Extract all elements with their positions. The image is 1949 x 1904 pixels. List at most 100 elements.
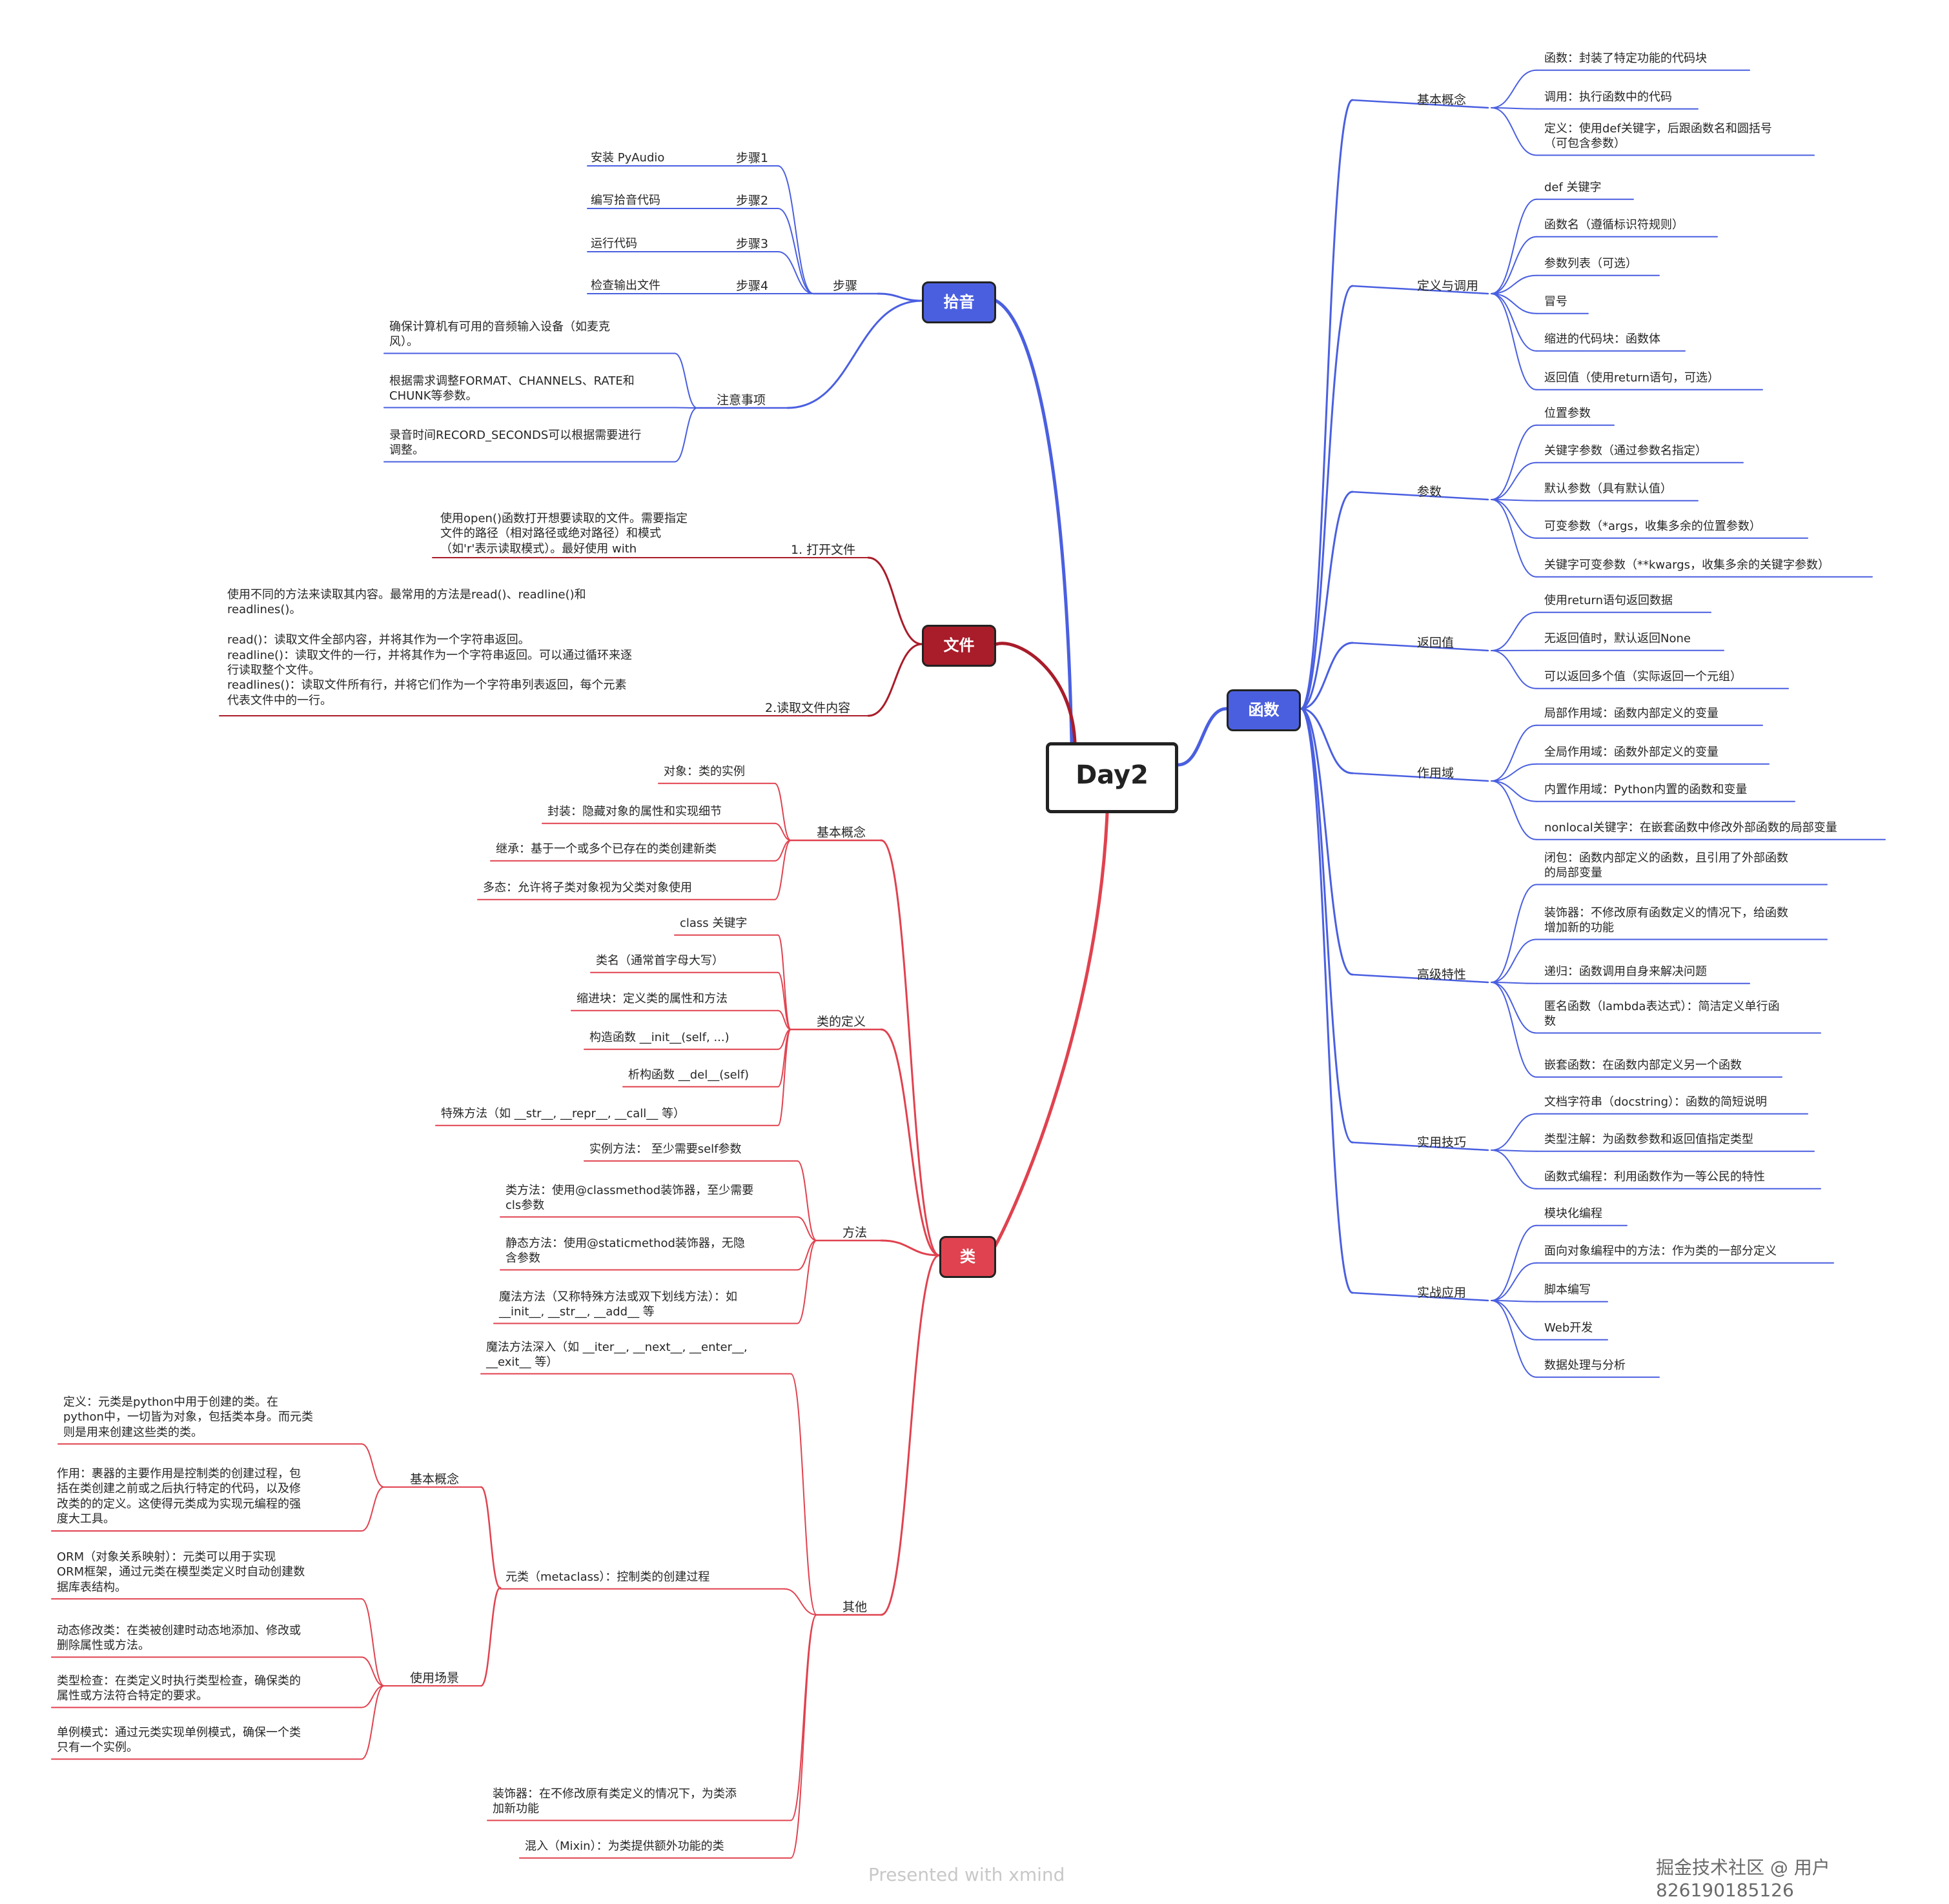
leaf-topic[interactable]: 类名（通常首字母大写） [596,954,724,968]
leaf-topic[interactable]: class 关键字 [680,917,748,931]
sub-topic-4[interactable]: 作用域 [1417,766,1454,780]
sub-topic-7[interactable]: 实战应用 [1417,1286,1467,1300]
step-label[interactable]: 步骤2 [736,194,769,208]
leaf-topic[interactable]: 安装 PyAudio [591,151,665,165]
leaf-topic[interactable]: 参数列表（可选） [1544,257,1637,271]
leaf-topic[interactable]: 位置参数 [1544,407,1591,421]
sub-topic-steps[interactable]: 步骤 [833,279,858,293]
leaf-topic[interactable]: 递归：函数调用自身来解决问题 [1544,965,1707,979]
leaf-topic[interactable]: 静态方法：使用@staticmethod装饰器，无隐 含参数 [505,1236,745,1265]
branch-file[interactable]: 文件 [922,625,996,667]
leaf-topic[interactable]: 类型注解：为函数参数和返回值指定类型 [1544,1133,1753,1147]
leaf-topic[interactable]: 可以返回多个值（实际返回一个元组） [1544,670,1742,684]
leaf-topic[interactable]: nonlocal关键字：在嵌套函数中修改外部函数的局部变量 [1544,821,1837,835]
leaf-topic[interactable]: 关键字可变参数（**kwargs，收集多余的关键字参数） [1544,558,1830,572]
step-label[interactable]: 步骤4 [736,279,769,293]
leaf-topic[interactable]: 缩进的代码块：函数体 [1544,332,1660,347]
leaf-topic[interactable]: 使用return语句返回数据 [1544,594,1673,608]
connector-line [774,840,791,900]
leaf-topic[interactable]: 关键字参数（通过参数名指定） [1544,444,1707,458]
leaf-topic[interactable]: 局部作用域：函数内部定义的变量 [1544,707,1719,721]
leaf-topic[interactable]: 多态：允许将子类对象视为父类对象使用 [483,881,692,895]
step-label[interactable]: 步骤1 [736,151,769,165]
leaf-topic[interactable]: 动态修改类：在类被创建时动态地添加、修改或 删除属性或方法。 [57,1623,301,1652]
leaf-topic[interactable]: 特殊方法（如 __str__, __repr__, __call__ 等） [441,1107,685,1121]
connector-line [361,1598,385,1686]
leaf-topic[interactable]: 装饰器：在不修改原有类定义的情况下，为类添 加新功能 [493,1787,737,1816]
leaf-topic[interactable]: 函数名（遵循标识符规则） [1544,218,1684,232]
sub-topic-notes[interactable]: 注意事项 [717,393,766,407]
leaf-topic[interactable]: 冒号 [1544,295,1567,309]
connector-line [1491,1149,1537,1152]
leaf-topic[interactable]: 模块化编程 [1544,1207,1602,1221]
leaf-topic[interactable]: 作用：裹器的主要作用是控制类的创建过程，包 括在类创建之前或之后执行特定的代码，… [57,1467,301,1526]
leaf-topic[interactable]: 编写拾音代码 [591,194,660,207]
connector-line [1300,707,1354,775]
leaf-topic[interactable]: 装饰器：不修改原有函数定义的情况下，给函数 增加新的功能 [1544,906,1788,935]
leaf-topic[interactable]: 封装：隐藏对象的属性和实现细节 [547,805,722,819]
leaf-topic[interactable]: 脚本编写 [1544,1283,1591,1297]
step-label[interactable]: 步骤3 [736,237,769,251]
leaf-topic[interactable]: 可变参数（*args，收集多余的位置参数） [1544,520,1761,534]
leaf-topic[interactable]: 析构函数 __del__(self) [628,1068,750,1082]
sub-topic-3[interactable]: 返回值 [1417,636,1454,650]
connector-line [1491,1224,1537,1301]
leaf-topic[interactable]: 类型检查：在类定义时执行类型检查，确保类的 属性或方法符合特定的要求。 [57,1674,301,1703]
leaf-topic[interactable]: 类方法：使用@classmethod装饰器，至少需要 cls参数 [505,1183,754,1212]
leaf-topic[interactable]: 对象：类的实例 [664,765,745,779]
connector-line [777,208,814,294]
leaf-topic[interactable]: 嵌套函数：在函数内部定义另一个函数 [1544,1058,1742,1073]
sub-topic-class-2[interactable]: 方法 [842,1226,868,1240]
leaf-topic[interactable]: 函数式编程：利用函数作为一等公民的特性 [1544,1170,1765,1184]
leaf-topic[interactable]: 匿名函数（lambda表达式）：简洁定义单行函 数 [1544,999,1780,1028]
leaf-topic[interactable]: def 关键字 [1544,181,1602,195]
meta-sub-topic[interactable]: 使用场景 [410,1671,460,1685]
sub-topic-read-file[interactable]: 2.读取文件内容 [765,701,851,715]
leaf-topic[interactable]: 使用不同的方法来读取其内容。最常用的方法是read()、readline()和 … [227,588,633,707]
sub-topic-1[interactable]: 定义与调用 [1417,279,1479,293]
leaf-topic[interactable]: 内置作用域：Python内置的函数和变量 [1544,783,1748,797]
leaf-topic[interactable]: 调用：执行函数中的代码 [1544,90,1672,105]
branch-functions[interactable]: 函数 [1227,689,1301,732]
leaf-topic[interactable]: 运行代码 [591,237,637,250]
leaf-topic[interactable]: 数据处理与分析 [1544,1359,1626,1373]
sub-topic-class-0[interactable]: 基本概念 [817,825,866,840]
leaf-topic[interactable]: 定义：使用def关键字，后跟函数名和圆括号 （可包含参数） [1544,121,1772,150]
leaf-topic[interactable]: 返回值（使用return语句，可选） [1544,371,1720,385]
meta-sub-topic[interactable]: 基本概念 [410,1472,460,1486]
leaf-topic[interactable]: 魔法方法深入（如 __iter__, __next__, __enter__, … [486,1340,748,1369]
leaf-topic[interactable]: 继承：基于一个或多个已存在的类创建新类 [496,842,717,856]
leaf-topic[interactable]: ORM（对象关系映射）：元类可以用于实现 ORM框架，通过元类在模型类定义时自动… [57,1550,305,1594]
leaf-topic[interactable]: 面向对象编程中的方法：作为类的一部分定义 [1544,1244,1777,1259]
leaf-topic[interactable]: 单例模式：通过元类实现单例模式，确保一个类 只有一个实例。 [57,1725,301,1754]
sub-topic-class-3[interactable]: 其他 [842,1600,868,1614]
leaf-topic[interactable]: 实例方法： 至少需要self参数 [589,1142,742,1157]
leaf-topic[interactable]: 文档字符串（docstring）：函数的简短说明 [1544,1095,1768,1109]
leaf-topic[interactable]: 确保计算机有可用的音频输入设备（如麦克 风）。 [389,319,610,349]
branch-audio[interactable]: 拾音 [922,281,996,324]
sub-topic-2[interactable]: 参数 [1417,485,1442,499]
leaf-topic[interactable]: 使用open()函数打开想要读取的文件。需要指定 文件的路径（相对路径或绝对路径… [440,512,688,556]
root-topic[interactable]: Day2 [1046,742,1178,813]
leaf-topic[interactable]: 默认参数（具有默认值） [1544,482,1672,496]
sub-topic-6[interactable]: 实用技巧 [1417,1135,1467,1149]
leaf-topic[interactable]: 魔法方法（又称特殊方法或双下划线方法）：如 __init__, __str__,… [499,1290,737,1319]
sub-topic-0[interactable]: 基本概念 [1417,93,1467,107]
branch-class[interactable]: 类 [939,1236,996,1279]
leaf-topic[interactable]: 函数：封装了特定功能的代码块 [1544,52,1707,66]
leaf-topic[interactable]: 构造函数 __init__(self, ...) [589,1031,730,1045]
leaf-topic[interactable]: 混入（Mixin）：为类提供额外功能的类 [525,1839,724,1854]
sub-topic-open-file[interactable]: 1. 打开文件 [791,543,856,557]
sub-topic-class-1[interactable]: 类的定义 [817,1015,866,1029]
leaf-topic[interactable]: 检查输出文件 [591,279,660,292]
leaf-topic[interactable]: 闭包：函数内部定义的函数，且引用了外部函数 的局部变量 [1544,851,1788,880]
leaf-topic[interactable]: 根据需求调整FORMAT、CHANNELS、RATE和 CHUNK等参数。 [389,374,635,403]
sub-topic-5[interactable]: 高级特性 [1417,967,1467,982]
leaf-topic[interactable]: 全局作用域：函数外部定义的变量 [1544,745,1719,760]
leaf-topic[interactable]: 缩进块：定义类的属性和方法 [577,992,728,1006]
leaf-topic[interactable]: 无返回值时，默认返回None [1544,632,1691,646]
leaf-topic[interactable]: 元类（metaclass）：控制类的创建过程 [505,1570,710,1585]
leaf-topic[interactable]: 录音时间RECORD_SECONDS可以根据需要进行 调整。 [389,428,642,457]
leaf-topic[interactable]: 定义：元类是python中用于创建的类。在 python中，一切皆为对象，包括类… [63,1395,313,1439]
leaf-topic[interactable]: Web开发 [1544,1321,1593,1335]
